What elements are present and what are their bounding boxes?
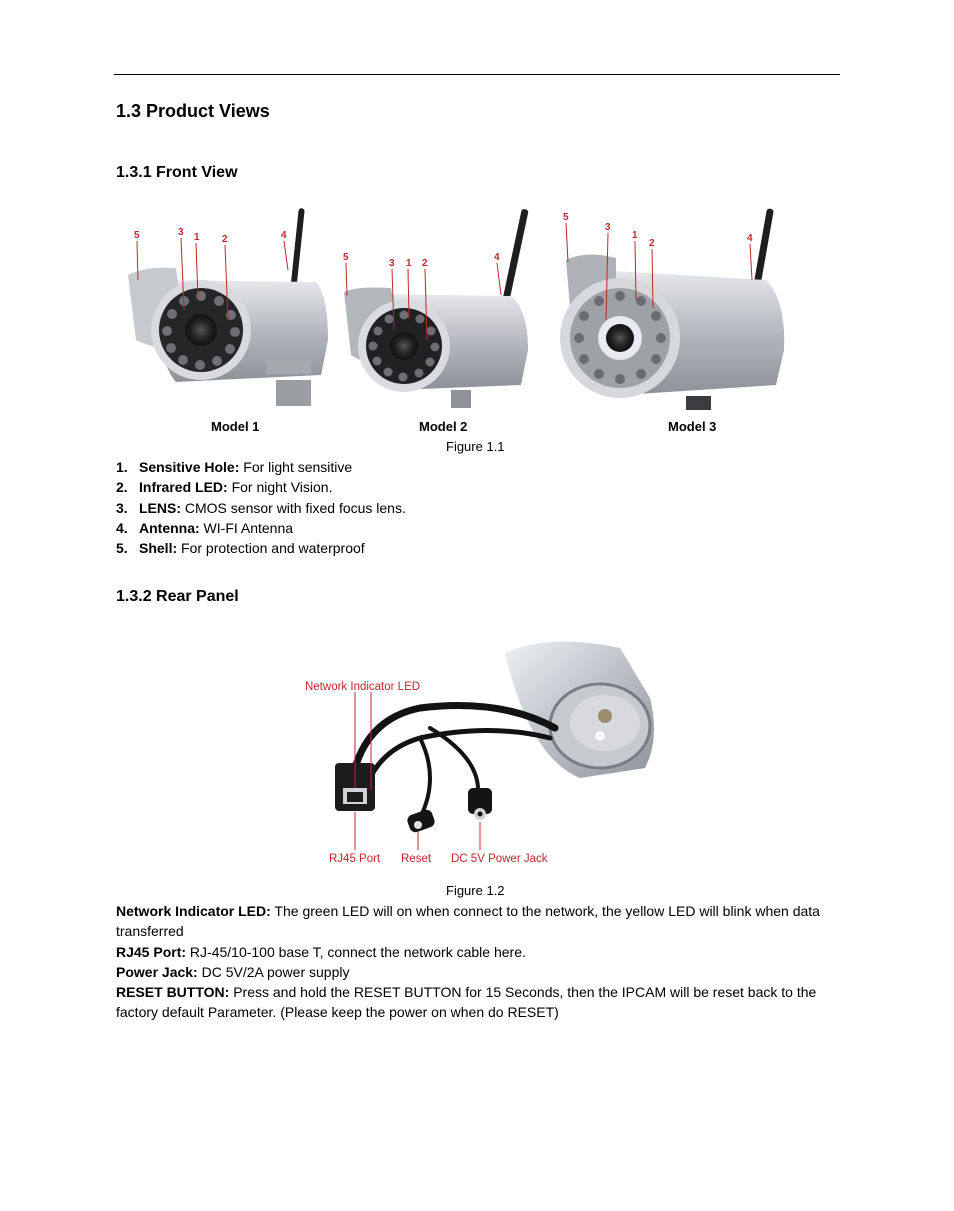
svg-text:1: 1 <box>406 258 412 269</box>
model-3-caption: Model 3 <box>668 419 717 434</box>
camera-model-3 <box>560 208 785 410</box>
cables <box>351 702 559 820</box>
header-rule <box>114 74 840 75</box>
svg-text:5: 5 <box>563 212 569 223</box>
camera-model-2 <box>344 209 529 408</box>
callouts-model-3: 5 3 1 2 4 <box>563 212 753 321</box>
figure-1-2-caption: Figure 1.2 <box>446 883 505 898</box>
svg-text:3: 3 <box>605 222 611 233</box>
callouts-model-2: 5 3 1 2 4 <box>343 252 502 341</box>
model-2-caption: Model 2 <box>419 419 468 434</box>
power-jack-shape <box>468 788 492 820</box>
svg-text:4: 4 <box>281 230 287 241</box>
reset-button-description: RESET BUTTON: Press and hold the RESET B… <box>116 984 817 1021</box>
network-led-description: Network Indicator LED: The green LED wil… <box>116 903 820 940</box>
parts-list: 1.Sensitive Hole: For light sensitive 2.… <box>116 457 406 558</box>
svg-text:2: 2 <box>649 238 655 249</box>
svg-text:4: 4 <box>747 233 753 244</box>
bottom-callout-lines <box>354 812 481 850</box>
front-view-heading: 1.3.1 Front View <box>116 164 238 181</box>
svg-text:5: 5 <box>343 252 349 263</box>
svg-text:4: 4 <box>494 252 500 263</box>
svg-text:1: 1 <box>632 230 638 241</box>
front-view-figure: 5 3 1 2 4 5 3 1 2 4 <box>116 200 806 416</box>
section-title: 1.3 Product Views <box>116 101 270 121</box>
network-indicator-led-label: Network Indicator LED <box>305 681 420 693</box>
rear-panel-heading: 1.3.2 Rear Panel <box>116 588 239 605</box>
list-item: 1.Sensitive Hole: For light sensitive <box>116 459 353 475</box>
svg-text:3: 3 <box>178 227 184 238</box>
svg-text:2: 2 <box>422 258 428 269</box>
led-callout-lines <box>354 692 372 790</box>
list-item: 5.Shell: For protection and waterproof <box>116 540 365 557</box>
model-1-caption: Model 1 <box>211 419 260 434</box>
list-item: 3.LENS: CMOS sensor with fixed focus len… <box>116 499 406 516</box>
list-item: 2.Infrared LED: For night Vision. <box>116 479 333 496</box>
reset-jack-shape <box>407 809 435 833</box>
camera-model-1 <box>128 208 328 406</box>
camera-rear-body <box>505 641 654 778</box>
power-jack-label: DC 5V Power Jack <box>451 853 548 865</box>
figure-1-1-caption: Figure 1.1 <box>446 439 505 454</box>
svg-text:5: 5 <box>134 230 140 241</box>
power-jack-description: Power Jack: DC 5V/2A power supply <box>116 964 350 980</box>
svg-text:2: 2 <box>222 234 228 245</box>
svg-text:3: 3 <box>389 258 395 269</box>
rear-panel-figure: Network Indicator LED RJ45 Port Reset DC… <box>300 628 670 873</box>
svg-text:1: 1 <box>194 232 200 243</box>
callouts-model-1: 5 3 1 2 4 <box>134 227 289 321</box>
list-item: 4.Antenna: WI-FI Antenna <box>116 519 294 536</box>
reset-label: Reset <box>401 853 432 865</box>
rj45-port-label: RJ45 Port <box>329 853 381 865</box>
rj45-description: RJ45 Port: RJ-45/10-100 base T, connect … <box>116 944 526 960</box>
